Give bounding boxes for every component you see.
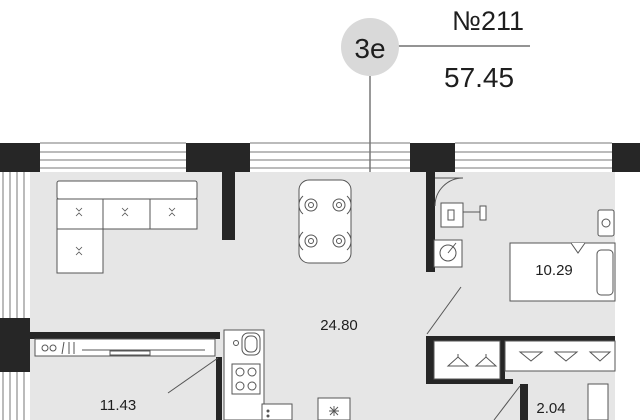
chair-icon (332, 231, 352, 251)
dining-table (298, 179, 352, 264)
sink-icon (233, 332, 261, 356)
hanger-icon (518, 351, 544, 362)
kitchen (223, 329, 351, 420)
washing-machine (433, 239, 463, 268)
bathroom-door (434, 177, 464, 207)
hanger-icon (474, 354, 498, 367)
wall-kitchen-left (216, 357, 222, 420)
kitchen-cabinet (261, 403, 293, 420)
bedroom-area: 11.43 (100, 397, 136, 414)
type-badge-label: 3е (354, 33, 385, 64)
window-left-upper (2, 172, 25, 318)
toilet (597, 209, 615, 237)
hanger-icon (588, 351, 612, 362)
wall-corner-top-right (612, 143, 640, 172)
wall-bath-left-upper (426, 172, 435, 272)
chair-icon (332, 195, 352, 215)
wall-wc-left (520, 384, 528, 420)
bedroom-door (167, 357, 219, 394)
window-top-left (40, 142, 186, 169)
sofa-back (56, 180, 198, 200)
wc-toilet (587, 383, 609, 420)
wall-interior-stub (222, 172, 235, 240)
sofa (56, 180, 198, 274)
speaker-icon (41, 344, 49, 352)
bathtub: 10.29 (509, 242, 616, 302)
table-top (298, 179, 352, 264)
snowflake-icon (329, 406, 339, 416)
wc-door (493, 385, 521, 420)
chair-icon (298, 231, 318, 251)
wall-bath-bottom (426, 336, 615, 341)
wall-top-segment-2 (410, 143, 455, 172)
living-door (426, 286, 462, 335)
living-kitchen-area: 24.80 (320, 317, 358, 334)
chair-icon (298, 195, 318, 215)
wall-wardrobe-divider (500, 341, 505, 384)
bathtub-drain (596, 249, 614, 296)
apartment-number: №211 (452, 6, 524, 36)
wc-area: 2.04 (536, 400, 565, 417)
sink-tap-icon (447, 209, 455, 221)
tv-console-body (34, 338, 216, 357)
bathroom-area: 10.29 (535, 262, 573, 279)
speaker-icon (49, 344, 57, 352)
window-left-lower (2, 372, 25, 420)
wall-left-pillar (0, 318, 30, 372)
walls (0, 143, 640, 420)
sofa-chaise (56, 228, 104, 274)
wardrobe (433, 340, 616, 380)
hanger-icon (446, 354, 470, 367)
faucet-icon (570, 242, 586, 254)
wardrobe-left (433, 340, 501, 380)
total-area: 57.45 (444, 62, 514, 93)
wall-bedroom-top (30, 332, 220, 339)
windows (2, 142, 612, 420)
wall-top-segment-1 (186, 143, 250, 172)
sink (440, 202, 487, 228)
tv-console (34, 338, 216, 357)
wall-corner-top-left (0, 143, 40, 172)
type-badge (341, 18, 399, 76)
stove-icon (231, 363, 261, 395)
window-top-right (455, 142, 612, 169)
window-top-center (250, 142, 410, 169)
hanger-icon (553, 351, 579, 362)
wall-wardrobe-left (426, 336, 434, 384)
wall-wardrobe-bottom (426, 379, 513, 384)
